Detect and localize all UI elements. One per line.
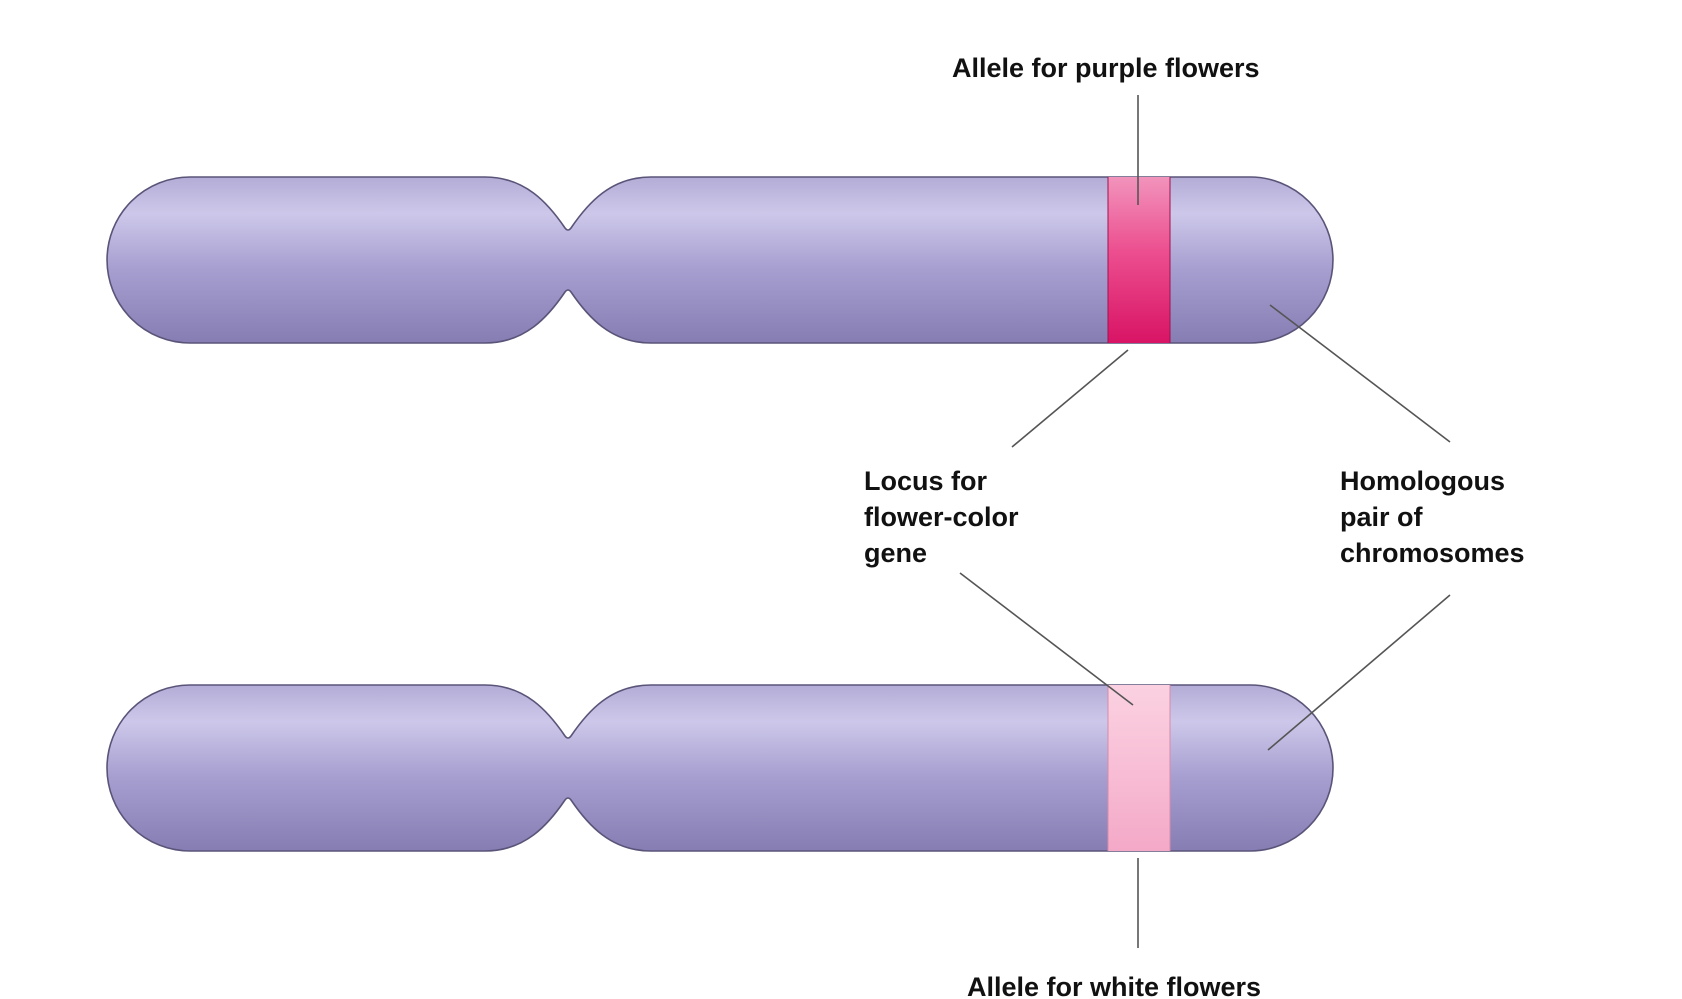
white-allele-label: Allele for white flowers — [967, 972, 1261, 999]
locus-label: Locus for flower-color gene — [864, 466, 1026, 568]
homologous-label: Homologous pair of chromosomes — [1340, 466, 1525, 568]
locus-label-line-1: Locus for — [864, 466, 987, 496]
homologous-label-line-1: Homologous — [1340, 466, 1505, 496]
homologous-label-line-3: chromosomes — [1340, 538, 1525, 568]
homologous-label-line-2: pair of — [1340, 502, 1424, 532]
white-allele-band — [1107, 685, 1171, 851]
purple-allele-band — [1107, 177, 1171, 343]
purple-allele-label: Allele for purple flowers — [952, 53, 1260, 83]
chromosome-top — [106, 176, 1334, 344]
homologous-leader-bottom — [1267, 594, 1451, 751]
homologous-leader-top — [1269, 304, 1451, 443]
locus-label-line-3: gene — [864, 538, 927, 568]
locus-leader-top — [1011, 349, 1129, 448]
locus-leader-bottom — [959, 572, 1134, 706]
locus-label-line-2: flower-color — [864, 502, 1019, 532]
chromosome-bottom — [106, 684, 1334, 852]
